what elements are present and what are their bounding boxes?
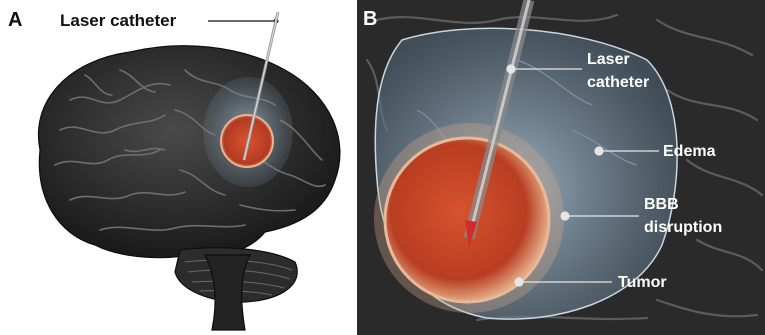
laser-label: Laser (587, 50, 630, 69)
panel-b: B Laser catheter Edema BBB disruption Tu… (357, 0, 765, 335)
brain-illustration (0, 0, 355, 335)
brain-closeup-illustration (357, 0, 765, 335)
panel-a: A Laser catheter (0, 0, 355, 335)
panel-b-letter: B (363, 8, 377, 31)
edema-label: Edema (663, 142, 715, 161)
tumor-label: Tumor (618, 273, 667, 292)
tumor (385, 138, 549, 302)
bbb-label: BBB (644, 195, 679, 214)
disruption-label: disruption (644, 218, 722, 237)
catheter-label: catheter (587, 73, 649, 92)
